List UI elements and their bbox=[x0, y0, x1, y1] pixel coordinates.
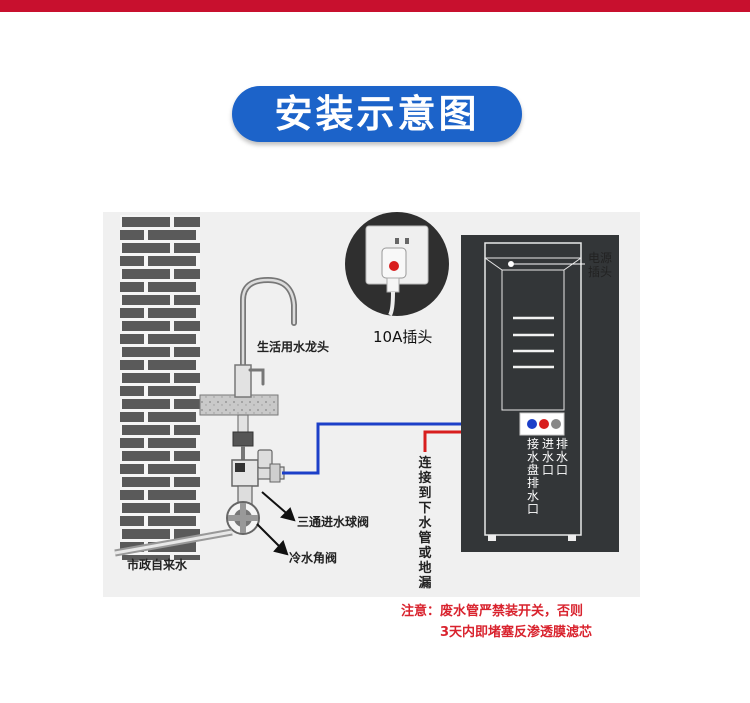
top-accent-bar bbox=[0, 0, 750, 12]
tray-drain-label: 接水盘排水口 bbox=[526, 437, 539, 516]
outlet-label: 排水口 bbox=[555, 437, 568, 477]
city-water-label: 市政自来水 bbox=[127, 558, 188, 572]
tee-ball-valve-icon bbox=[231, 449, 285, 487]
brick-wall bbox=[120, 215, 200, 560]
inlet-pipe bbox=[282, 422, 532, 475]
inlet-label: 进水口 bbox=[541, 437, 554, 477]
counter-slab bbox=[199, 394, 279, 416]
warning-note-line1: 注意：废水管严禁装开关，否则 bbox=[401, 604, 584, 619]
angle-valve-label: 冷水角阀 bbox=[289, 551, 338, 565]
power-label-line1: 电源 bbox=[588, 251, 613, 265]
power-label-line2: 插头 bbox=[588, 265, 613, 279]
page-title: 安装示意图 bbox=[232, 86, 522, 142]
faucet-label: 生活用水龙头 bbox=[257, 340, 330, 354]
faucet-icon bbox=[232, 276, 297, 447]
drain-to-label: 连接到下水管或地漏 bbox=[418, 456, 432, 591]
tee-valve-label: 三通进水球阀 bbox=[297, 515, 370, 529]
angle-valve-icon bbox=[226, 485, 260, 535]
warning-note-line2: 3天内即堵塞反渗透膜滤芯 bbox=[440, 625, 593, 640]
water-purifier-cabinet bbox=[461, 235, 619, 552]
power-plug-icon bbox=[345, 212, 449, 317]
plug-label: 10A插头 bbox=[373, 328, 433, 346]
